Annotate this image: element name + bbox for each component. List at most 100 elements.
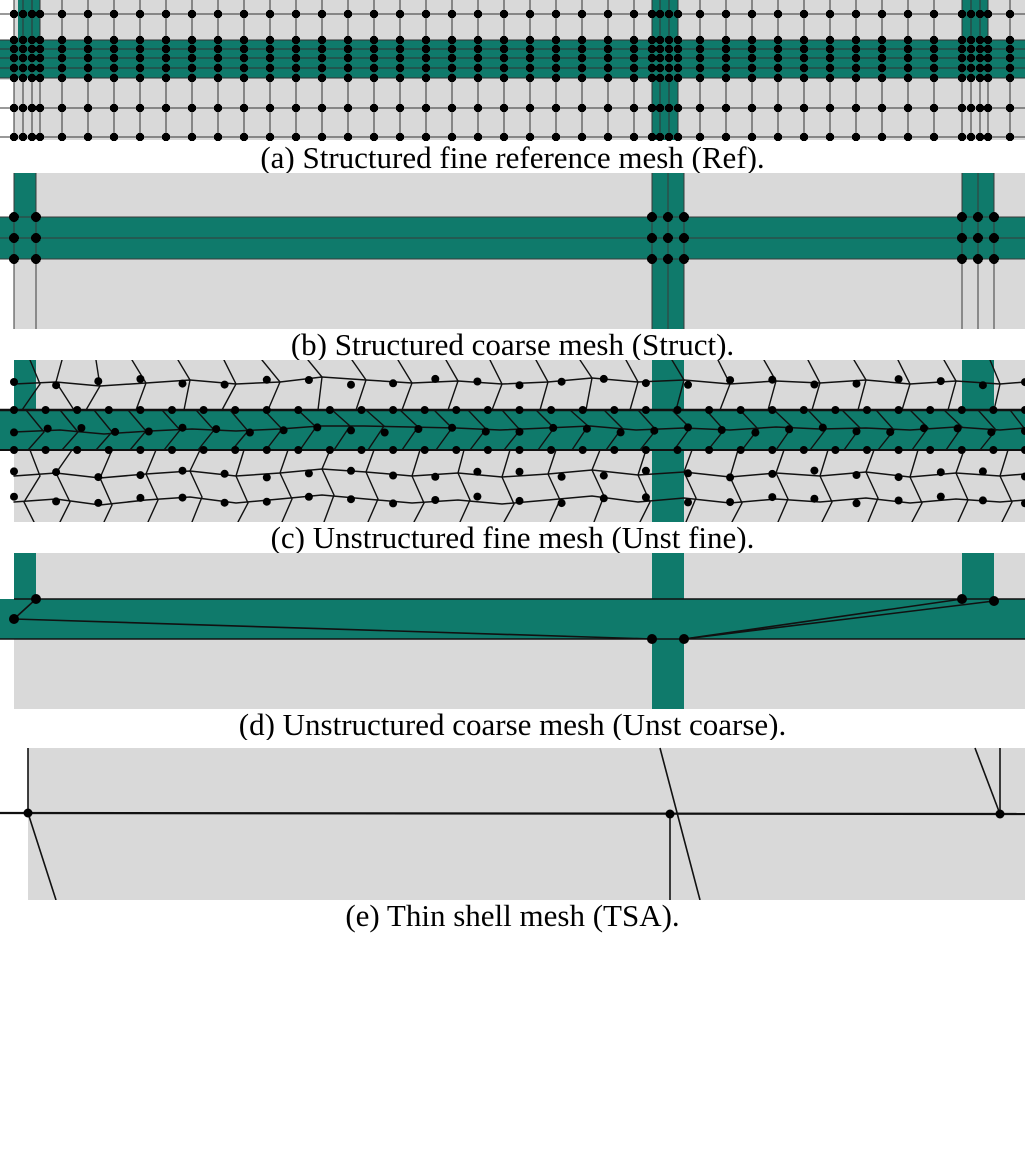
mesh-node <box>705 446 714 454</box>
mesh-node <box>109 73 119 83</box>
mesh-node <box>577 44 587 54</box>
mesh-node <box>825 103 835 113</box>
mesh-node <box>603 35 613 45</box>
mesh-node <box>10 378 18 386</box>
mesh-node <box>262 375 271 384</box>
mesh-node <box>629 9 639 19</box>
mesh-node <box>421 132 431 142</box>
mesh-node <box>773 9 783 19</box>
mesh-node <box>799 35 809 45</box>
mesh-node <box>655 103 665 113</box>
mesh-node <box>978 496 987 505</box>
mesh-node <box>647 63 657 73</box>
mesh-node <box>317 63 327 73</box>
mesh-node <box>603 132 613 142</box>
mesh-node <box>695 103 705 113</box>
mesh-node <box>447 44 457 54</box>
mesh-node <box>647 35 657 45</box>
mesh-node <box>1021 499 1025 508</box>
mesh-node <box>768 446 777 454</box>
mesh-node <box>551 35 561 45</box>
mesh-node <box>525 103 535 113</box>
mesh-node <box>747 53 757 63</box>
mesh-node <box>547 446 556 454</box>
mesh-node <box>483 406 492 414</box>
mesh-node <box>799 53 809 63</box>
mesh-node <box>325 446 334 454</box>
mesh-node <box>551 132 561 142</box>
mesh-node <box>577 103 587 113</box>
mesh-node <box>684 498 692 507</box>
mesh-node <box>903 44 913 54</box>
mesh-node <box>957 446 966 454</box>
mesh-node <box>629 132 639 142</box>
mesh-node <box>664 73 674 83</box>
mesh-node <box>94 377 103 386</box>
mesh-node <box>894 375 903 384</box>
mesh-node <box>347 380 355 389</box>
mesh-node <box>187 73 197 83</box>
mesh-node <box>825 73 835 83</box>
mesh-node <box>1005 9 1015 19</box>
panel-a-node-dots <box>9 9 1015 142</box>
mesh-node <box>213 9 223 19</box>
mesh-node <box>109 63 119 73</box>
mesh-node <box>515 467 524 476</box>
mesh-node <box>747 73 757 83</box>
mesh-node <box>957 35 967 45</box>
mesh-node <box>499 53 509 63</box>
mesh-node <box>291 9 301 19</box>
mesh-node <box>825 9 835 19</box>
panel-e-nodes <box>23 808 1005 819</box>
mesh-node <box>525 35 535 45</box>
mesh-node <box>549 423 558 432</box>
mesh-node <box>57 44 67 54</box>
mesh-node <box>231 446 240 454</box>
mesh-node <box>894 446 903 454</box>
mesh-node <box>178 493 187 502</box>
mesh-node <box>577 53 587 63</box>
mesh-node <box>641 466 650 475</box>
mesh-node <box>655 44 665 54</box>
mesh-node <box>515 406 524 414</box>
mesh-node <box>57 53 67 63</box>
mesh-node <box>877 35 887 45</box>
mesh-node <box>966 132 976 142</box>
mesh-node <box>369 103 379 113</box>
mesh-node <box>551 53 561 63</box>
mesh-node <box>369 35 379 45</box>
mesh-node <box>894 473 903 482</box>
mesh-node <box>213 53 223 63</box>
mesh-node <box>877 9 887 19</box>
mesh-node <box>664 9 674 19</box>
mesh-node <box>966 53 976 63</box>
mesh-node <box>239 63 249 73</box>
mesh-node <box>929 63 939 73</box>
mesh-node <box>161 73 171 83</box>
mesh-node <box>9 44 19 54</box>
mesh-node <box>966 63 976 73</box>
mesh-node <box>966 103 976 113</box>
panel-b-nodes <box>9 212 999 264</box>
mesh-node <box>343 73 353 83</box>
mesh-node <box>135 132 145 142</box>
mesh-node <box>343 132 353 142</box>
mesh-node <box>265 44 275 54</box>
mesh-node <box>395 44 405 54</box>
mesh-node <box>603 9 613 19</box>
mesh-node <box>818 423 827 432</box>
mesh-node <box>768 375 777 384</box>
mesh-node <box>447 63 457 73</box>
mesh-node <box>929 73 939 83</box>
mesh-node <box>291 35 301 45</box>
mesh-node <box>852 427 861 436</box>
mesh-node <box>673 9 683 19</box>
subfigure-b-caption: (b) Structured coarse mesh (Struct). <box>290 327 735 362</box>
subfigure-a: (a) Structured fine reference mesh (Ref)… <box>0 0 1025 173</box>
mesh-node <box>551 63 561 73</box>
mesh-node <box>664 103 674 113</box>
mesh-node <box>599 374 608 383</box>
mesh-node <box>52 468 61 477</box>
mesh-node <box>431 374 440 383</box>
mesh-node <box>936 377 945 386</box>
